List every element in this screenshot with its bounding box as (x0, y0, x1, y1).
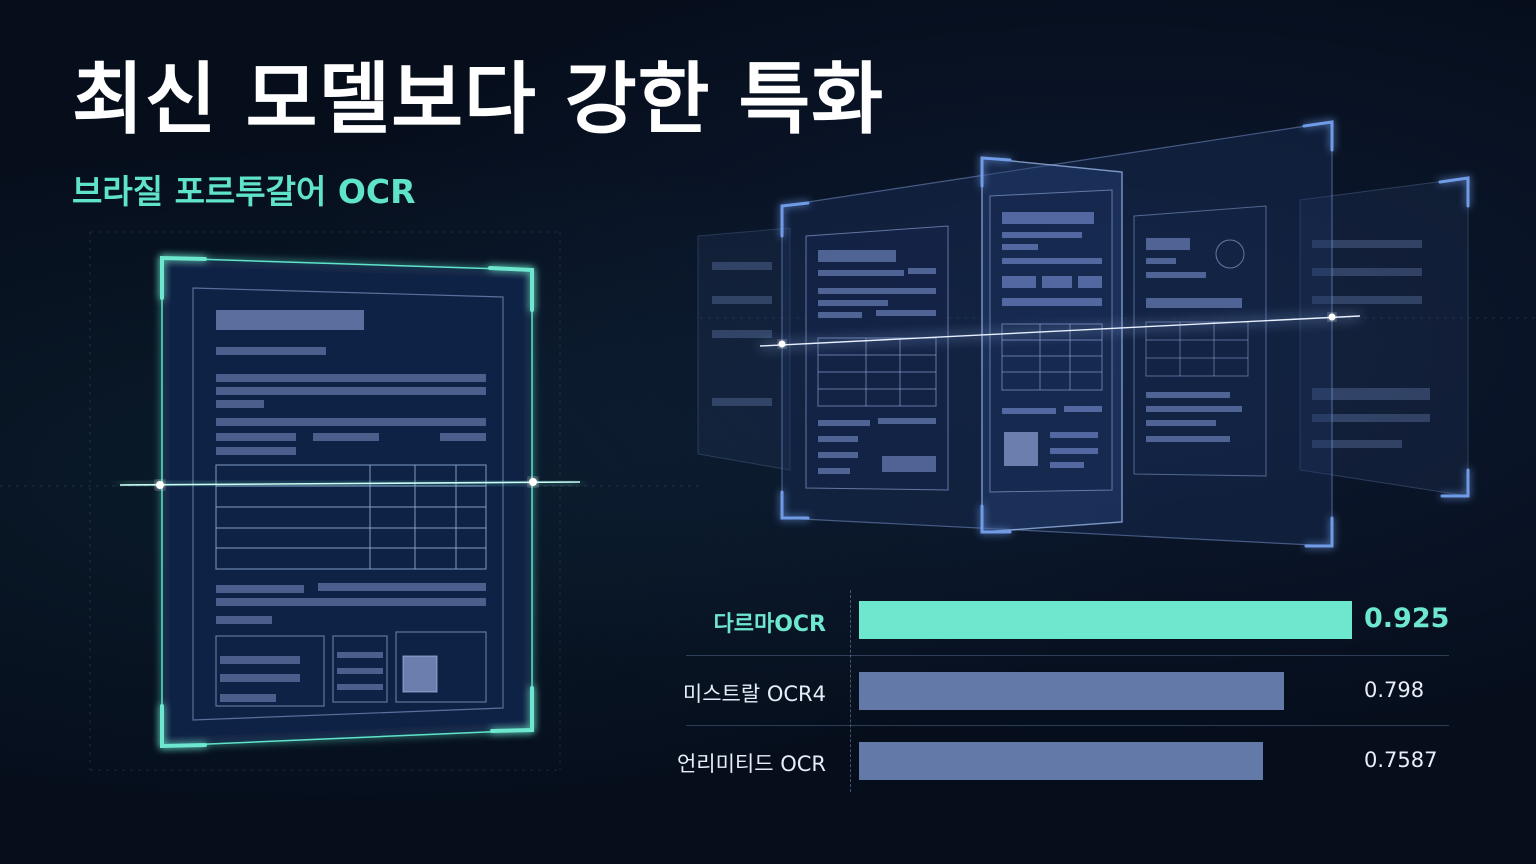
page-title: 최신 모델보다 강한 특화 (72, 55, 885, 145)
bar-category-label: 언리미티드 OCR (676, 752, 826, 776)
bar-value-label: 0.925 (1364, 603, 1450, 634)
bar-1 (859, 672, 1284, 710)
bar-value-label: 0.7587 (1364, 748, 1438, 772)
bar-value-label: 0.798 (1364, 678, 1425, 702)
document-stack (697, 120, 1470, 548)
chart-axis-line (850, 590, 851, 792)
row-separator (686, 725, 1449, 726)
bar-2 (859, 742, 1264, 780)
bar-category-label: 미스트랄 OCR4 (682, 682, 826, 706)
bar-0 (859, 601, 1352, 639)
row-separator (686, 655, 1449, 656)
bar-category-label: 다르마OCR (713, 612, 826, 637)
page-subtitle: 브라질 포르투갈어 OCR (72, 172, 416, 211)
scanned-document (119, 255, 581, 749)
guide-lines (0, 231, 1536, 771)
